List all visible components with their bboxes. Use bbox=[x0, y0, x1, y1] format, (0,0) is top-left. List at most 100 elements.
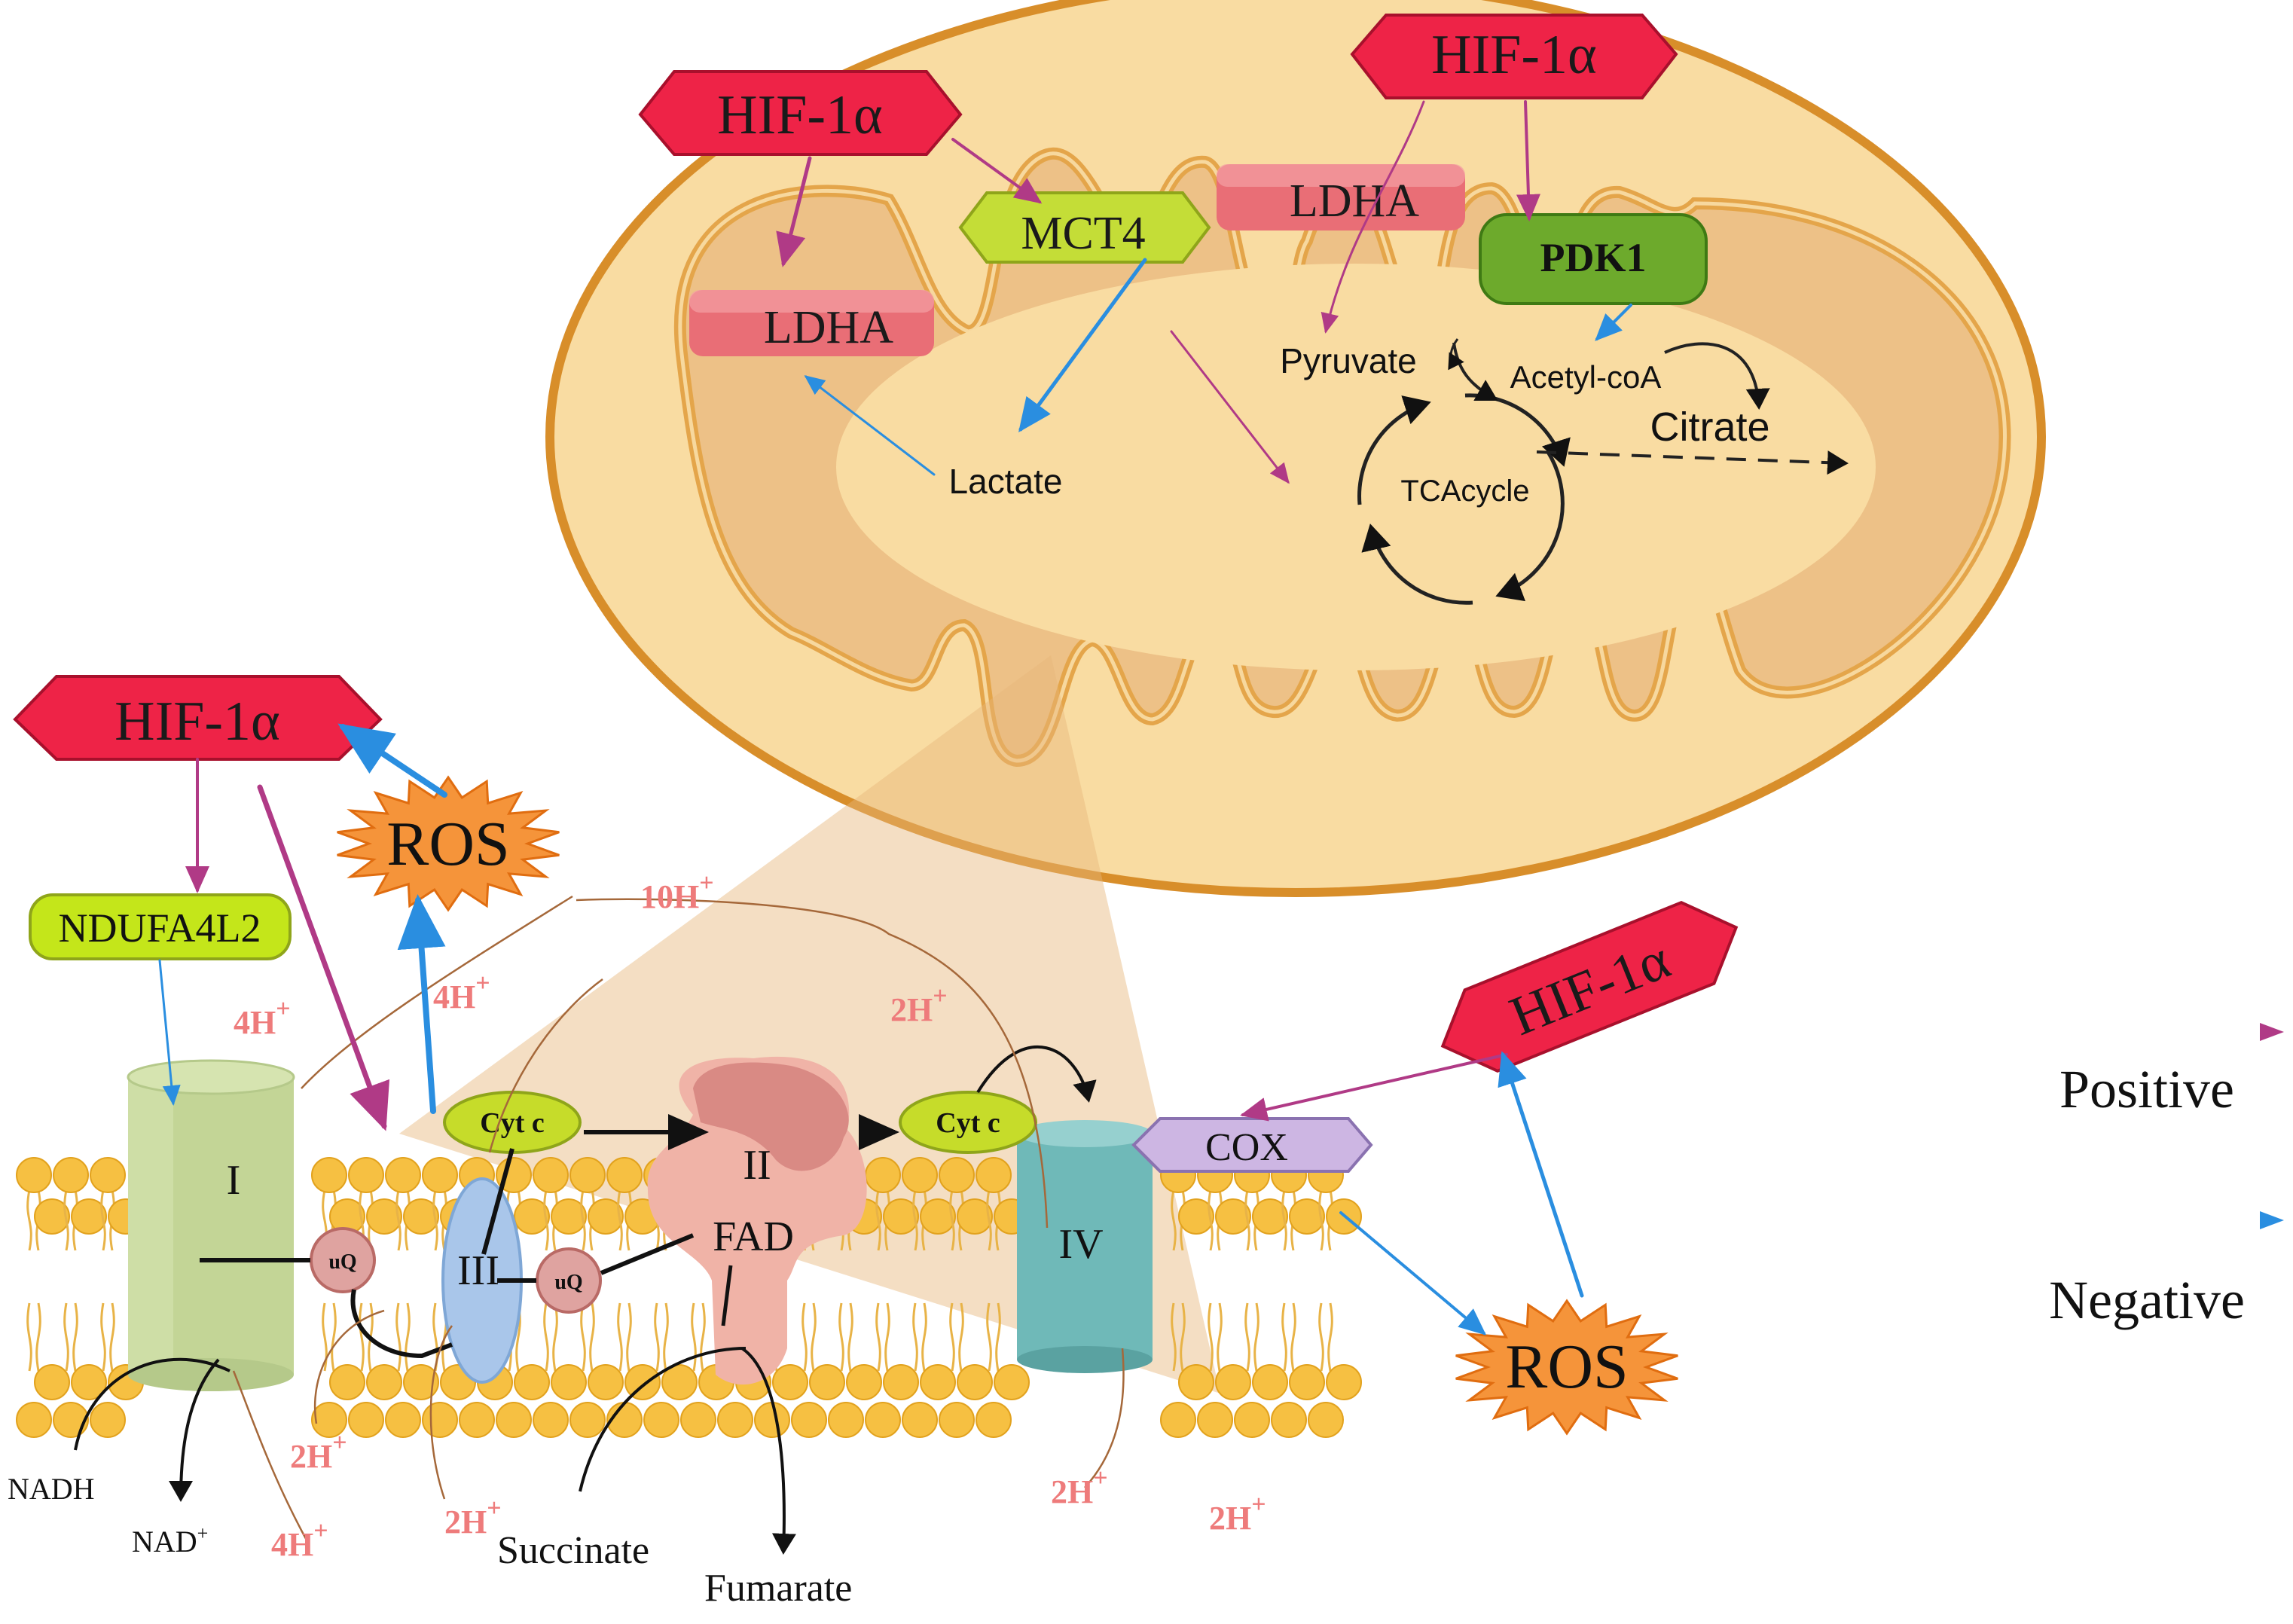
succinate-curve bbox=[579, 1347, 747, 1492]
acetyl-coa-label: Acetyl-coA bbox=[1510, 359, 1662, 395]
lipid-head bbox=[865, 1402, 901, 1438]
cox: COX bbox=[1131, 1117, 1373, 1173]
legend-negative-label: Negative bbox=[2049, 1270, 2245, 1330]
pdk1: PDK1 bbox=[1479, 213, 1708, 305]
lipid-head bbox=[902, 1402, 938, 1438]
lipid-head bbox=[754, 1402, 790, 1438]
lipid-head bbox=[939, 1402, 975, 1438]
lipid-tail bbox=[949, 1302, 964, 1372]
hif-1a-left: HIF-1α bbox=[13, 675, 383, 761]
cytc-right-label: Cyt c bbox=[936, 1107, 1000, 1139]
lipid-head bbox=[496, 1157, 532, 1193]
nadh-curve bbox=[74, 1357, 231, 1451]
lipid-head bbox=[1215, 1364, 1251, 1400]
proton-2h-d: 2H+ bbox=[1051, 1464, 1108, 1510]
lipid-head bbox=[459, 1402, 495, 1438]
lipid-head bbox=[514, 1198, 550, 1235]
lipid-head bbox=[403, 1198, 439, 1235]
lipid-head bbox=[624, 1364, 661, 1400]
pyruvate-label: Pyruvate bbox=[1280, 341, 1417, 380]
proton-2h-b: 2H+ bbox=[290, 1429, 347, 1475]
lipid-head bbox=[791, 1402, 827, 1438]
hif-left-label: HIF-1α bbox=[114, 691, 280, 752]
ldha-right-label: LDHA bbox=[1290, 176, 1419, 227]
lipid-tail bbox=[543, 1302, 558, 1372]
lipid-head bbox=[957, 1364, 993, 1400]
hif-1a-top-left: HIF-1α bbox=[638, 70, 963, 156]
succinate-label: Succinate bbox=[497, 1529, 649, 1572]
nadh-label: NADH bbox=[8, 1472, 95, 1506]
lipid-tail bbox=[1244, 1302, 1259, 1372]
nad-arrow bbox=[169, 1358, 220, 1502]
lipid-tail bbox=[1318, 1302, 1333, 1372]
legend-positive-arrowhead bbox=[2260, 1023, 2284, 1041]
complex-iv-label: IV bbox=[1058, 1221, 1103, 1268]
lipid-head bbox=[994, 1364, 1030, 1400]
complex-i-label: I bbox=[227, 1157, 241, 1204]
mct4-label: MCT4 bbox=[1021, 208, 1145, 259]
legend: Positive Negative bbox=[2004, 1023, 2284, 1330]
ndufa4l2: NDUFA4L2 bbox=[29, 893, 292, 960]
lipid-head bbox=[53, 1402, 89, 1438]
lipid-head bbox=[385, 1402, 421, 1438]
lipid-head bbox=[1252, 1198, 1288, 1235]
lipid-head bbox=[846, 1364, 882, 1400]
lipid-tail bbox=[395, 1302, 411, 1372]
lipid-head bbox=[1215, 1198, 1251, 1235]
hif-1a-right: HIF-1α bbox=[1440, 900, 1739, 1073]
lipid-head bbox=[1308, 1402, 1344, 1438]
ros-upper-label: ROS bbox=[386, 809, 509, 879]
lipid-head bbox=[569, 1157, 606, 1193]
uq-left-label: uQ bbox=[328, 1250, 356, 1274]
complex-iii: III bbox=[441, 1177, 523, 1384]
citrate-label: Citrate bbox=[1650, 404, 1769, 450]
lipid-tail bbox=[654, 1302, 669, 1372]
lipid-tail bbox=[838, 1302, 853, 1372]
lipid-head bbox=[1326, 1364, 1362, 1400]
legend-negative-arrowhead bbox=[2260, 1211, 2284, 1229]
lipid-head bbox=[348, 1402, 384, 1438]
lipid-head bbox=[902, 1157, 938, 1193]
proton-2h-a: 2H+ bbox=[890, 982, 948, 1028]
lipid-tail bbox=[1281, 1302, 1296, 1372]
lipid-head bbox=[920, 1364, 956, 1400]
lipid-head bbox=[939, 1157, 975, 1193]
lipid-head bbox=[551, 1198, 587, 1235]
proton-10h: 10H+ bbox=[640, 869, 714, 915]
lipid-tail bbox=[322, 1302, 337, 1372]
lipid-head bbox=[366, 1364, 402, 1400]
proton-flow-curves bbox=[232, 895, 1125, 1545]
lipid-head bbox=[311, 1402, 347, 1438]
lipid-tail bbox=[580, 1302, 595, 1372]
cytc-left-label: Cyt c bbox=[480, 1107, 544, 1139]
hif-1a-top-right: HIF-1α bbox=[1350, 14, 1678, 99]
lipid-head bbox=[1178, 1364, 1214, 1400]
lipid-head bbox=[533, 1402, 569, 1438]
lipid-tail bbox=[912, 1302, 927, 1372]
lipid-head bbox=[71, 1198, 107, 1235]
proton-4h-c: 4H+ bbox=[271, 1517, 328, 1563]
lipid-head bbox=[920, 1198, 956, 1235]
complex-ii-label: II bbox=[743, 1142, 771, 1189]
uq-right: uQ bbox=[536, 1247, 602, 1314]
lipid-tail bbox=[100, 1302, 115, 1372]
lipid-head bbox=[1197, 1402, 1233, 1438]
complex-i: I bbox=[127, 1059, 295, 1391]
lipid-head bbox=[606, 1157, 643, 1193]
acetylcoa-to-citrate-arrow bbox=[1664, 342, 1770, 410]
lipid-head bbox=[828, 1402, 864, 1438]
legend-positive-label: Positive bbox=[2059, 1059, 2234, 1119]
regulation-arrows bbox=[158, 100, 1632, 1336]
lipid-head bbox=[348, 1157, 384, 1193]
lipid-head bbox=[976, 1402, 1012, 1438]
fad-label: FAD bbox=[713, 1213, 794, 1260]
lipid-head bbox=[1160, 1402, 1196, 1438]
ros-lower: ROS bbox=[1455, 1299, 1678, 1436]
lipid-head bbox=[1252, 1364, 1288, 1400]
uq-right-label: uQ bbox=[554, 1271, 582, 1294]
lipid-head bbox=[514, 1364, 550, 1400]
lipid-head bbox=[311, 1157, 347, 1193]
ros-lower-label: ROS bbox=[1505, 1332, 1628, 1402]
